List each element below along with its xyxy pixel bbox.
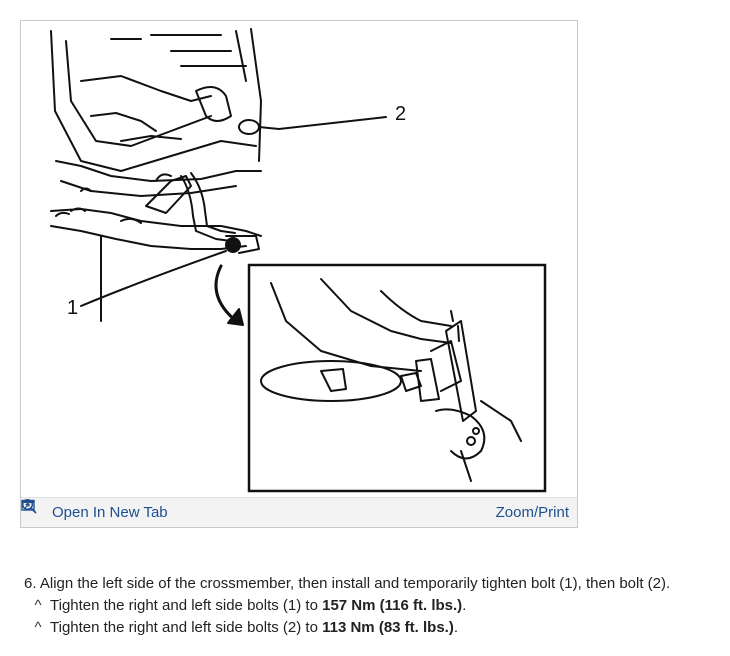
procedure-step: 6. Align the left side of the crossmembe… <box>24 573 724 639</box>
substep-prefix: Tighten the right and left side bolts (2… <box>50 619 323 636</box>
figure-frame: 1 2 Open In New Tab Zoom/Print <box>20 20 578 528</box>
substep-list: ^ Tighten the right and left side bolts … <box>24 595 724 639</box>
substep-item: ^ Tighten the right and left side bolts … <box>34 595 724 617</box>
open-in-new-tab-link[interactable]: Open In New Tab <box>21 499 168 521</box>
step-instruction: 6. Align the left side of the crossmembe… <box>24 573 724 595</box>
substep-prefix: Tighten the right and left side bolts (1… <box>50 597 323 614</box>
zoom-print-label: Zoom/Print <box>495 504 569 521</box>
substep-text: Tighten the right and left side bolts (2… <box>50 617 458 639</box>
caret-bullet-icon: ^ <box>34 619 42 636</box>
step-text: Align the left side of the crossmember, … <box>39 575 671 592</box>
zoom-print-link[interactable]: Zoom/Print <box>21 498 569 521</box>
callout-1: 1 <box>67 297 79 319</box>
crossmember-illustration <box>50 28 547 493</box>
step-number: 6. <box>24 575 37 592</box>
substep-suffix: . <box>453 619 459 636</box>
open-in-new-tab-label: Open In New Tab <box>52 504 168 521</box>
torque-nm: 113 Nm <box>322 619 375 636</box>
torque-ft-lbs: (116 ft. lbs.) <box>379 597 463 614</box>
substep-item: ^ Tighten the right and left side bolts … <box>34 617 724 639</box>
substep-text: Tighten the right and left side bolts (1… <box>50 595 466 617</box>
substep-suffix: . <box>462 597 467 614</box>
callout-2: 2 <box>395 103 407 125</box>
caret-bullet-icon: ^ <box>34 597 42 614</box>
torque-ft-lbs: (83 ft. lbs.) <box>378 619 454 636</box>
torque-nm: 157 Nm <box>322 597 376 614</box>
magnifier-icon <box>21 498 491 521</box>
figure-toolbar: Open In New Tab Zoom/Print <box>21 497 577 527</box>
